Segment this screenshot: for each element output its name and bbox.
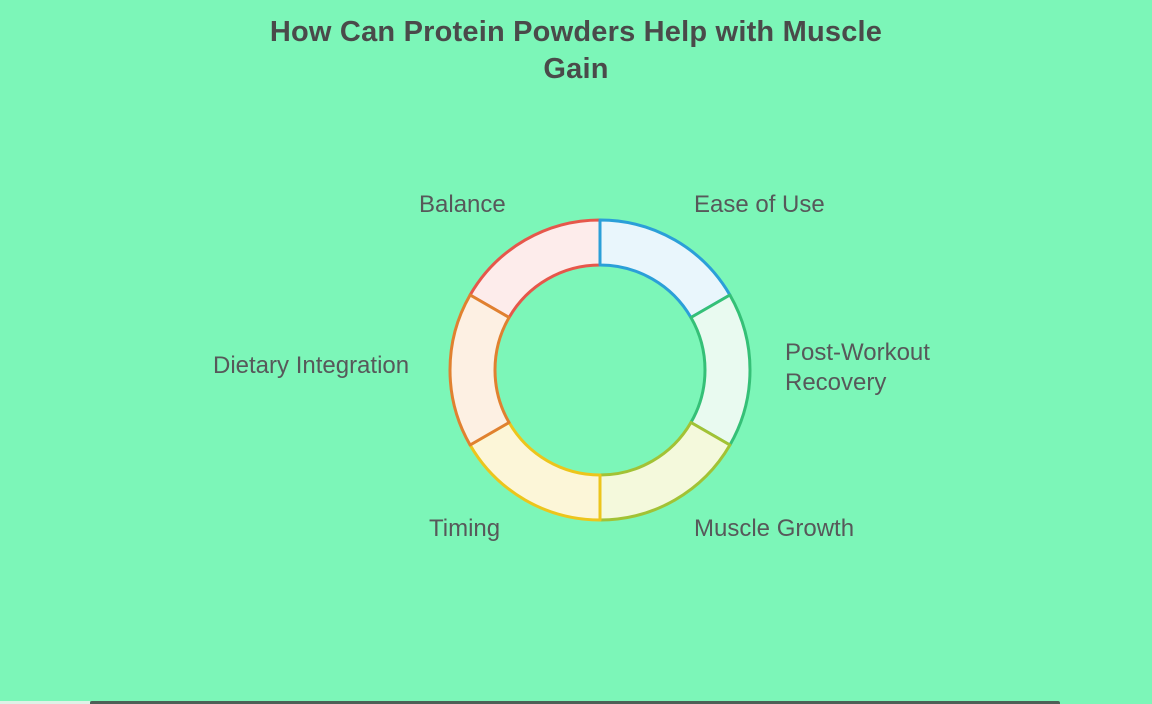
segment-label-balance: Balance <box>419 191 506 218</box>
donut-segment-timing <box>468 421 602 522</box>
page-title: How Can Protein Powders Help with Muscle… <box>269 16 883 85</box>
bottom-edge-dark <box>90 701 1060 704</box>
donut-segment-ease-of-use <box>598 218 732 319</box>
donut-segment-post-workout-recovery <box>689 293 752 447</box>
donut-segment-dietary-integration <box>448 293 511 447</box>
segment-label-ease-of-use: Ease of Use <box>694 191 825 218</box>
bottom-edge-light <box>0 701 90 704</box>
segment-label-muscle-growth: Muscle Growth <box>694 515 855 542</box>
donut-segment-balance <box>468 218 602 319</box>
donut-segment-muscle-growth <box>598 421 732 522</box>
segment-label-post-workout-recovery: Post-Workout Recovery <box>785 339 930 396</box>
segment-label-timing: Timing <box>429 515 501 542</box>
segment-label-dietary-integration: Dietary Integration <box>213 352 410 379</box>
